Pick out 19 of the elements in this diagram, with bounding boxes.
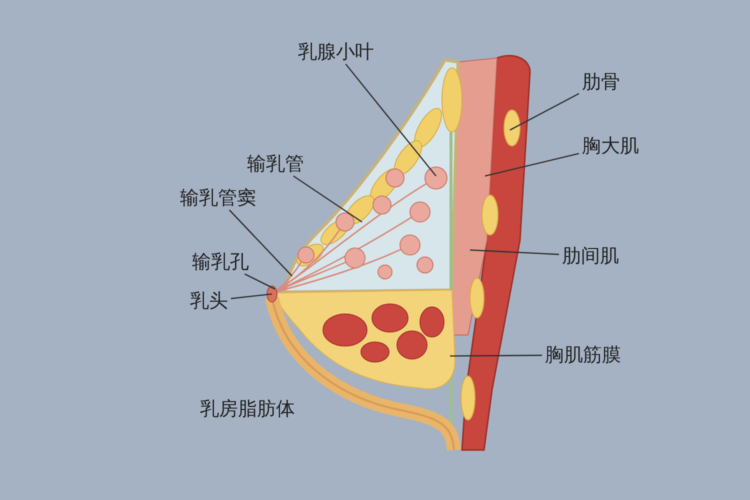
leader-line bbox=[470, 249, 560, 256]
part-label: 胸大肌 bbox=[582, 134, 639, 158]
leader-line bbox=[510, 93, 580, 131]
leader-line bbox=[230, 293, 272, 300]
leader-line bbox=[293, 175, 362, 223]
part-label: 乳头 bbox=[190, 289, 228, 313]
leader-line bbox=[450, 354, 542, 357]
leader-line bbox=[484, 152, 580, 177]
part-label: 输乳管 bbox=[247, 152, 304, 176]
part-label: 乳腺小叶 bbox=[298, 40, 374, 64]
part-label: 输乳管窦 bbox=[180, 186, 256, 210]
leader-line bbox=[228, 210, 292, 276]
leader-line bbox=[345, 64, 436, 176]
part-label: 胸肌筋膜 bbox=[545, 343, 621, 367]
part-label: 乳房脂肪体 bbox=[200, 397, 295, 421]
part-label: 输乳孔 bbox=[192, 250, 249, 274]
part-label: 肋间肌 bbox=[562, 244, 619, 268]
leader-line bbox=[244, 273, 276, 290]
part-label: 肋骨 bbox=[582, 70, 620, 94]
